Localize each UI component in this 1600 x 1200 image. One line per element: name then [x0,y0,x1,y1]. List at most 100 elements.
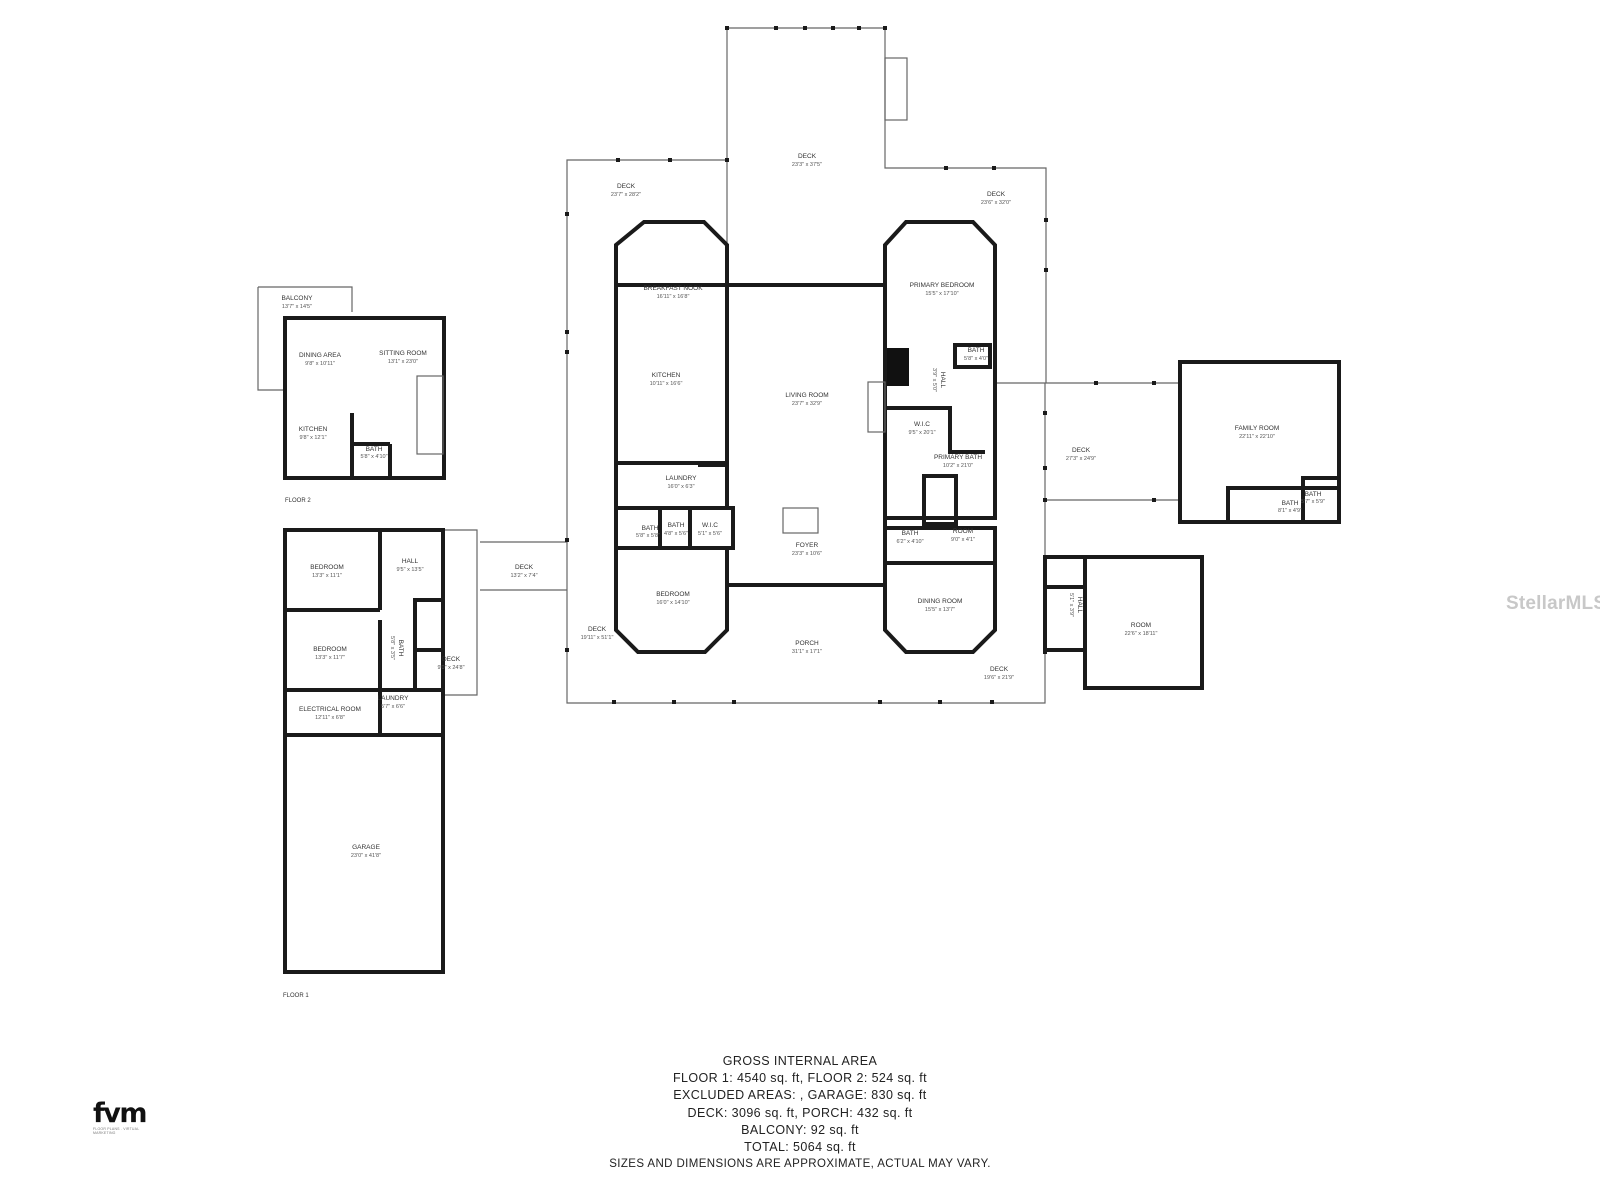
dim-hall-east: 5'1" x 3'9" [1068,593,1074,617]
label-porch: PORCH [795,640,819,647]
label-deck-east: DECK [1072,447,1091,454]
dim-bath-f2-small: 5'8" x 4'10" [360,454,387,460]
east-wing-walls [1043,360,1341,690]
floor2-walls [283,316,446,480]
label-balcony: BALCONY [281,295,313,302]
dim-deck-nw: 23'7" x 28'2" [611,192,641,198]
label-primary-bath: PRIMARY BATH [934,454,982,461]
dim-primary-bath: 10'2" x 21'0" [943,463,973,469]
dim-laundry-main: 16'0" x 6'3" [667,484,694,490]
label-bath-f1: BATH [1305,491,1322,498]
dim-hall-w: 9'5" x 13'5" [396,567,423,573]
dim-kitchen: 10'11" x 16'6" [650,381,683,387]
label-wic-primary: W.I.C [914,421,930,428]
label-bath-a: BATH [642,525,659,532]
floor1-label: FLOOR 1 [283,993,309,999]
label-deck-sw: DECK [588,626,607,633]
label-dining-area: DINING AREA [299,352,342,359]
label-bath-c: BATH [902,530,919,537]
dim-foyer: 23'3" x 10'6" [792,551,822,557]
label-living-room: LIVING ROOM [785,392,828,399]
stellarmls-watermark: StellarMLS [1506,593,1600,614]
label-bath-b: BATH [668,522,685,529]
dim-breakfast-nook: 16'11" x 16'8" [657,294,690,300]
label-electrical-room: ELECTRICAL ROOM [299,706,361,713]
label-kitchen-f2: KITCHEN [299,426,328,433]
label-bedroom-w2: BEDROOM [313,646,347,653]
area-line-excluded: EXCLUDED AREAS: , GARAGE: 830 sq. ft [673,1088,927,1103]
dim-kitchen-f2: 9'8" x 12'1" [299,435,326,441]
dim-bath-b: 4'8" x 5'6" [664,531,688,537]
label-deck-ne: DECK [987,191,1006,198]
dim-balcony: 13'7" x 14'5" [282,304,312,310]
dim-garage: 23'0" x 41'8" [351,853,381,859]
dim-porch: 31'1" x 17'1" [792,649,822,655]
dim-wic-primary: 9'5" x 20'1" [908,430,935,436]
dim-bath-c: 6'2" x 4'10" [896,539,923,545]
dim-bedroom-w2: 13'3" x 11'7" [315,655,345,661]
dim-dining-area: 9'8" x 10'11" [305,361,335,367]
dim-primary-bedroom: 15'5" x 17'10" [925,291,958,297]
area-line-total: TOTAL: 5064 sq. ft [744,1140,856,1155]
dim-deck-top: 23'3" x 37'5" [792,162,822,168]
logo-tagline: FLOOR PLANS . VIRTUAL MARKETING [93,1127,140,1135]
area-line-floors: FLOOR 1: 4540 sq. ft, FLOOR 2: 524 sq. f… [672,1071,927,1086]
label-garage: GARAGE [352,844,380,851]
dim-family-room: 22'11" x 22'10" [1239,434,1275,440]
floor2-label: FLOOR 2 [285,498,311,504]
dim-living-room: 23'7" x 32'9" [792,401,822,407]
label-hall-east: HALL [1076,597,1083,614]
label-deck-link: DECK [515,564,534,571]
area-title: GROSS INTERNAL AREA [722,1054,878,1068]
label-sitting-room: SITTING ROOM [379,350,427,357]
label-deck-w: DECK [442,656,461,663]
label-hall-w: HALL [402,558,419,565]
room-labels: DECK 23'3" x 37'5" DECK 23'7" x 28'2" DE… [281,153,1325,859]
dim-wic-b: 5'1" x 5'6" [698,531,722,537]
label-breakfast-nook: BREAKFAST NOOK [643,285,703,292]
area-line-deck-porch: DECK: 3096 sq. ft, PORCH: 432 sq. ft [687,1105,913,1120]
label-bath-f2-small: BATH [366,446,383,453]
gross-area-summary: GROSS INTERNAL AREA FLOOR 1: 4540 sq. ft… [500,1053,1100,1173]
logo-mark: fvm [93,1098,147,1129]
dim-electrical-room: 12'11" x 6'8" [315,715,345,721]
dim-dining-room: 15'5" x 13'7" [925,607,955,613]
dim-bath-f1: 5'7" x 5'9" [1301,499,1325,505]
dim-bath-f2: 8'1" x 4'9" [1278,508,1302,514]
deck-outlines [257,27,1181,704]
dim-bedroom-w1: 13'3" x 11'1" [312,573,342,579]
dim-deck-ne: 23'6" x 32'0" [981,200,1011,206]
label-bath-f2: BATH [1282,500,1299,507]
main-house-walls [614,220,997,654]
dim-bath-primary: 5'8" x 4'0" [964,356,988,362]
dim-deck-link: 13'2" x 7'4" [510,573,537,579]
label-room-small: ROOM [953,528,973,535]
dim-deck-se: 19'6" x 21'9" [984,675,1014,681]
label-dining-room: DINING ROOM [918,598,963,605]
dim-bath-w: 5'8" x 3'5" [389,636,395,660]
label-deck-se: DECK [990,666,1009,673]
dim-sitting-room: 13'1" x 23'0" [388,359,418,365]
area-disclaimer: SIZES AND DIMENSIONS ARE APPROXIMATE, AC… [609,1158,991,1171]
dim-room-small: 9'0" x 4'1" [951,537,975,543]
floor-labels: FLOOR 2 FLOOR 1 [283,498,311,999]
deck-posts [565,26,1156,704]
fvm-logo: fvm FLOOR PLANS . VIRTUAL MARKETING [93,1098,153,1135]
label-bedroom-main: BEDROOM [656,591,690,598]
label-family-room: FAMILY ROOM [1235,425,1280,432]
label-wic-b: W.I.C [702,522,718,529]
dim-room-east: 22'6" x 18'11" [1125,631,1158,637]
label-deck-top: DECK [798,153,817,160]
dim-hall-primary: 3'9" x 5'0" [931,368,937,392]
dim-laundry-w: 5'7" x 6'6" [381,704,405,710]
label-bath-w: BATH [397,640,404,657]
label-room-east: ROOM [1131,622,1151,629]
dim-deck-sw: 19'11" x 51'1" [581,635,614,641]
label-foyer: FOYER [796,542,819,549]
label-bath-primary: BATH [968,347,985,354]
area-line-balcony: BALCONY: 92 sq. ft [741,1122,859,1137]
dim-deck-east: 27'3" x 24'9" [1066,456,1096,462]
label-primary-bedroom: PRIMARY BEDROOM [910,282,975,289]
label-hall-primary: HALL [939,372,946,389]
